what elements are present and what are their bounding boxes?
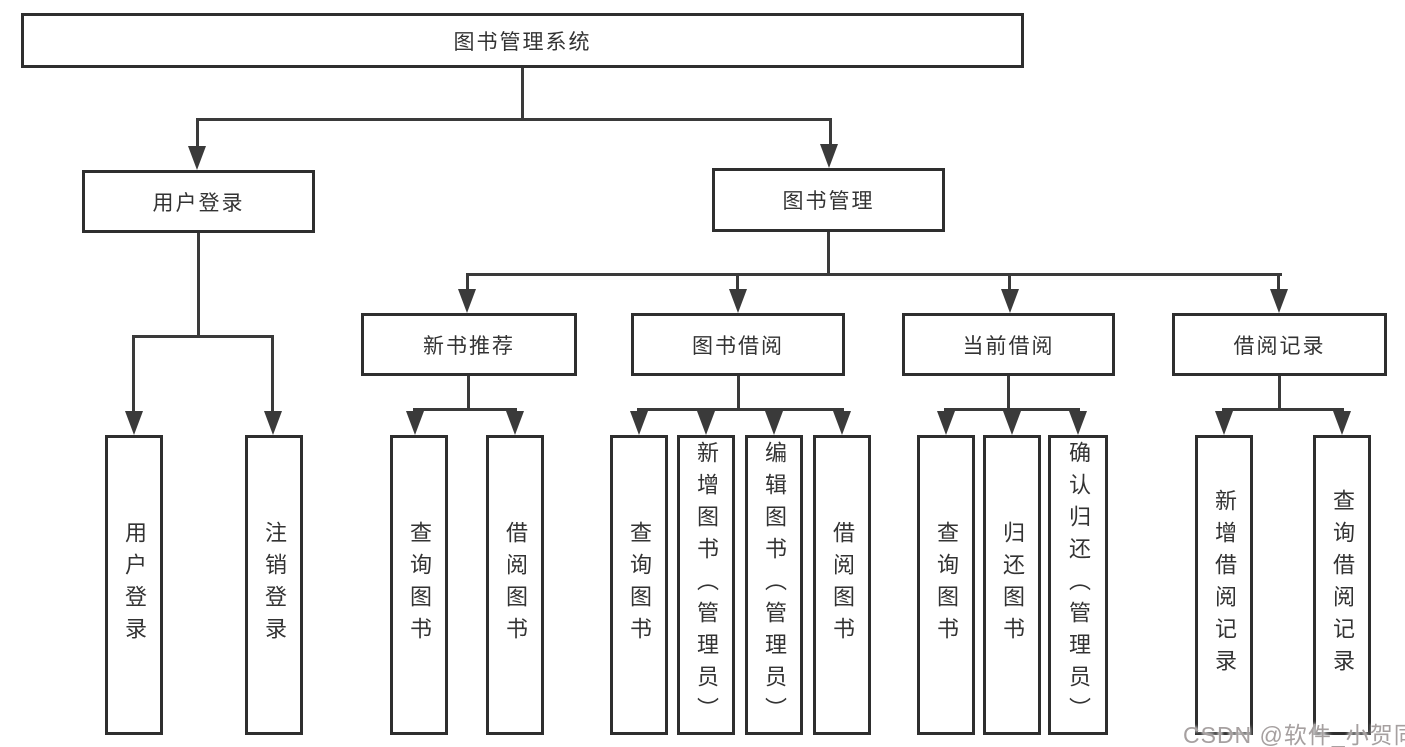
arrowhead-down-icon (937, 411, 955, 435)
leaf-label: 确认归还（管理员） (1066, 441, 1091, 729)
node-label: 图书管理系统 (453, 30, 592, 54)
node-book-borrowing: 图书借阅 (631, 313, 845, 376)
leaf-return-books: 归还图书 (983, 435, 1041, 735)
connector-book-borrowing-stem (737, 376, 740, 411)
node-label: 当前借阅 (962, 334, 1055, 358)
leaf-label: 注销登录 (262, 521, 287, 649)
node-borrowing-records: 借阅记录 (1172, 313, 1387, 376)
connector-new-book-bar (413, 408, 517, 411)
connector-drop-book-borrowing (736, 273, 739, 289)
connector-drop-book-management (829, 118, 832, 144)
connector-drop-leaf (132, 335, 135, 411)
leaf-label: 查询图书 (934, 521, 959, 649)
node-new-book-recommend: 新书推荐 (361, 313, 577, 376)
node-label: 新书推荐 (423, 334, 515, 358)
connector-drop-leaf (513, 408, 516, 413)
arrowhead-down-icon (765, 411, 783, 435)
node-user-login: 用户登录 (82, 170, 315, 233)
connector-drop-borrowing-records (1277, 273, 1280, 289)
leaf-borrow-books-recommend: 借阅图书 (486, 435, 544, 735)
node-root: 图书管理系统 (21, 13, 1024, 68)
node-label: 图书借阅 (692, 334, 784, 358)
arrowhead-down-icon (188, 146, 206, 170)
connector-drop-current-borrowing (1008, 273, 1011, 289)
leaf-logout: 注销登录 (245, 435, 303, 735)
connector-user-login-stem (197, 233, 200, 338)
connector-book-management-stem (827, 232, 830, 276)
connector-user-login-bar (132, 335, 274, 338)
leaf-label: 借阅图书 (830, 521, 855, 649)
connector-drop-user-login (196, 118, 199, 146)
arrowhead-down-icon (833, 411, 851, 435)
arrowhead-down-icon (1333, 411, 1351, 435)
leaf-label: 查询借阅记录 (1330, 489, 1355, 681)
connector-current-borrowing-bar (944, 408, 1080, 411)
arrowhead-down-icon (125, 411, 143, 435)
leaf-label: 新增图书（管理员） (694, 441, 719, 729)
arrowhead-down-icon (458, 289, 476, 313)
node-current-borrowing: 当前借阅 (902, 313, 1115, 376)
leaf-label: 借阅图书 (503, 521, 528, 649)
leaf-label: 编辑图书（管理员） (762, 441, 787, 729)
leaf-query-books-borrowing: 查询图书 (610, 435, 668, 735)
arrowhead-down-icon (1003, 411, 1021, 435)
leaf-label: 用户登录 (122, 521, 147, 649)
connector-root-stem (521, 68, 524, 121)
leaf-label: 查询图书 (627, 521, 652, 649)
connector-current-borrowing-stem (1007, 376, 1010, 411)
connector-borrowing-records-bar (1222, 408, 1344, 411)
connector-drop-leaf (271, 335, 274, 411)
arrowhead-down-icon (820, 144, 838, 168)
arrowhead-down-icon (1270, 289, 1288, 313)
connector-drop-new-book (466, 273, 469, 289)
arrowhead-down-icon (697, 411, 715, 435)
leaf-query-books-recommend: 查询图书 (390, 435, 448, 735)
node-label: 借阅记录 (1233, 334, 1326, 358)
arrowhead-down-icon (630, 411, 648, 435)
arrowhead-down-icon (506, 411, 524, 435)
arrowhead-down-icon (1069, 411, 1087, 435)
node-book-management: 图书管理 (712, 168, 945, 232)
leaf-label: 归还图书 (1000, 521, 1025, 649)
node-label: 用户登录 (152, 191, 245, 215)
arrowhead-down-icon (1001, 289, 1019, 313)
node-label: 图书管理 (782, 190, 875, 213)
connector-root-bar (196, 118, 832, 121)
leaf-borrow-books: 借阅图书 (813, 435, 871, 735)
arrowhead-down-icon (406, 411, 424, 435)
leaf-query-books-current: 查询图书 (917, 435, 975, 735)
connector-book-borrowing-bar (637, 408, 844, 411)
leaf-query-borrow-record: 查询借阅记录 (1313, 435, 1371, 735)
connector-borrowing-records-stem (1278, 376, 1281, 411)
leaf-label: 新增借阅记录 (1212, 489, 1237, 681)
connector-book-management-bar (466, 273, 1282, 276)
leaf-add-borrow-record: 新增借阅记录 (1195, 435, 1253, 735)
leaf-add-books-admin: 新增图书（管理员） (677, 435, 735, 735)
arrowhead-down-icon (729, 289, 747, 313)
leaf-edit-books-admin: 编辑图书（管理员） (745, 435, 803, 735)
leaf-user-login: 用户登录 (105, 435, 163, 735)
leaf-label: 查询图书 (407, 521, 432, 649)
leaf-confirm-return-admin: 确认归还（管理员） (1048, 435, 1108, 735)
csdn-watermark: CSDN @软件_小贺同学 (1183, 722, 1405, 747)
arrowhead-down-icon (1215, 411, 1233, 435)
connector-drop-leaf (413, 408, 416, 413)
connector-new-book-stem (467, 376, 470, 411)
arrowhead-down-icon (264, 411, 282, 435)
